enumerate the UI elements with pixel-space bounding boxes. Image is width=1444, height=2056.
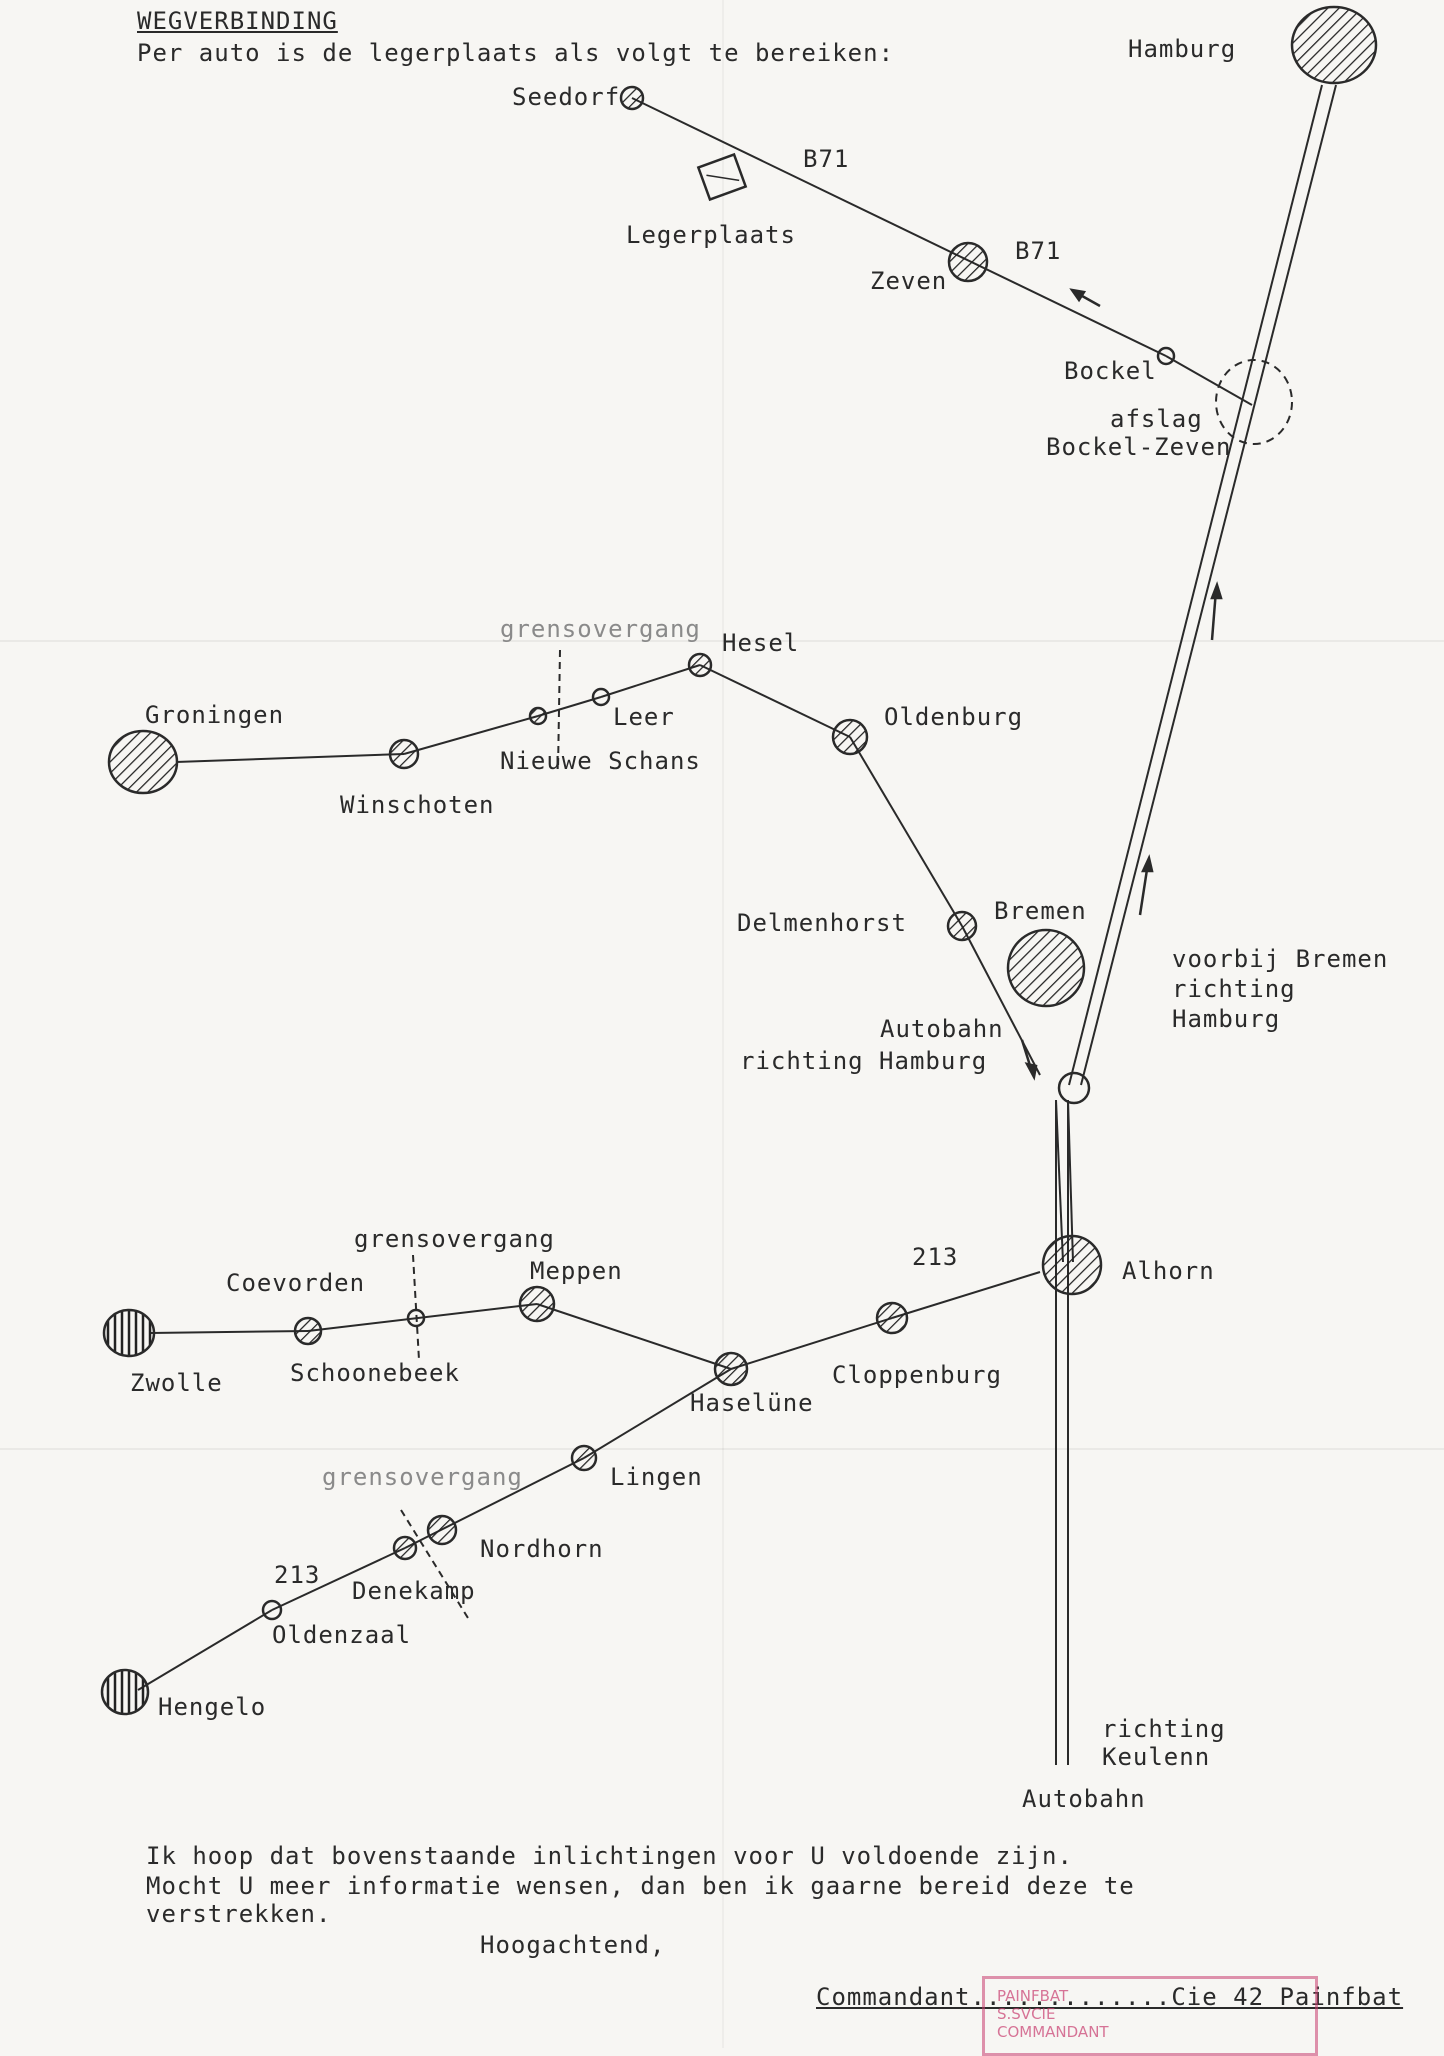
label-b71: B71 [803,145,850,173]
label-nordhorn: Nordhorn [480,1535,604,1563]
label-legerplaats: Legerplaats [626,221,796,249]
direction-arrows [1020,288,1223,1081]
autobahn-road [1080,84,1337,1086]
label-afslag: afslag [1110,405,1203,433]
label-grensovergang: grensovergang [322,1463,523,1491]
city-cloppenburg-marker [875,1301,909,1335]
label-meppen: Meppen [530,1257,623,1285]
label-bremen: Bremen [994,897,1087,925]
city-winschoten-marker [388,738,420,770]
body-text-line: Ik hoop dat bovenstaande inlichtingen vo… [146,1842,1073,1870]
stamp-line: PAINFBAT [997,1987,1069,2005]
label-zwolle: Zwolle [130,1369,223,1397]
label-oldenburg: Oldenburg [884,703,1024,731]
label-autobahn: Autobahn [880,1015,1004,1043]
arrow-icon [1069,288,1087,303]
border-crossings [400,649,561,1619]
city-hengelo-marker [100,1668,150,1716]
label-seedorf: Seedorf [512,83,621,111]
label-grensovergang: grensovergang [354,1225,555,1253]
road [149,1330,309,1334]
legerplaats-icon [696,152,748,202]
label-richting-hamburg: richting Hamburg [740,1047,988,1075]
city-denekamp-marker [392,1535,418,1561]
arrow-icon [1024,1062,1038,1081]
city-seedorf-marker [619,85,645,111]
city-schoonebeek-marker [293,1316,323,1346]
cities [100,5,1378,1716]
paper-fold-line [0,640,1444,642]
label-route-213: 213 [912,1243,959,1271]
label-coevorden: Coevorden [226,1269,366,1297]
border-line [400,1509,469,1619]
city-zeven-marker [947,241,989,283]
label-cloppenburg: Cloppenburg [832,1361,1002,1389]
label-hamburg: Hamburg [1128,35,1237,63]
label-b71: B71 [1015,237,1062,265]
label-lingen: Lingen [610,1463,703,1491]
label-voorbij-bremen: voorbij Bremen [1172,945,1389,973]
label-grensovergang: grensovergang [500,615,701,643]
label-winschoten: Winschoten [340,791,495,819]
city-hesel-marker [687,652,713,678]
autobahn-road [1068,84,1323,1086]
official-stamp: PAINFBAT S.SVCIE COMMANDANT [982,1976,1318,2056]
label-haseluene: Haselüne [690,1389,814,1417]
autobahn-junction-marker [1057,1071,1091,1105]
label-groningen: Groningen [145,701,285,729]
afslag-circle [1215,359,1293,445]
city-hamburg-marker [1290,5,1378,85]
city-lingen-marker [570,1444,598,1472]
city-meppen-marker [518,1285,556,1323]
city-delmenhorst-marker [946,910,978,942]
body-text-line: Mocht U meer informatie wensen, dan ben … [146,1872,1135,1900]
label-alhorn: Alhorn [1122,1257,1215,1285]
label-nieuwe-schans: Nieuwe Schans [500,747,701,775]
city-groningen-marker [107,729,179,795]
closing-text: Hoogachtend, [480,1931,666,1959]
route-map [100,5,1378,1765]
city-oldenzaal-marker [261,1599,283,1621]
paper-fold-line [0,1448,1444,1450]
label-route-213: 213 [274,1561,321,1589]
border-line [557,649,561,771]
city-haseluene-marker [713,1351,749,1387]
stamp-line: COMMANDANT [997,2023,1109,2041]
city-leer-marker [591,687,611,707]
label-richting: richting [1102,1715,1226,1743]
intro-text: Per auto is de legerplaats als volgt te … [137,39,895,67]
b71-road [631,97,1167,357]
label-autobahn: Autobahn [1022,1785,1146,1813]
label-delmenhorst: Delmenhorst [737,909,907,937]
road [175,753,405,763]
city-nordhorn-marker [426,1514,458,1546]
city-border-marker [406,1308,426,1328]
body-text-line: verstrekken. [146,1900,332,1928]
city-bremen-marker [1006,928,1086,1008]
page-title: WEGVERBINDING [137,7,338,35]
city-bockel-marker [1156,346,1176,366]
label-hesel: Hesel [722,629,800,657]
label-bockel: Bockel [1064,357,1157,385]
city-alhorn-marker [1041,1234,1103,1296]
arrow-icon [1210,581,1223,600]
label-leer: Leer [613,703,675,731]
label-oldenzaal: Oldenzaal [272,1621,412,1649]
border-line [412,1254,420,1361]
road [137,1609,273,1691]
label-hengelo: Hengelo [158,1693,267,1721]
signature-line: Commandant.............Cie 42 Painfbat [816,1983,1404,2011]
stamp-line: S.SVCIE [997,2005,1056,2023]
label-denekamp: Denekamp [352,1577,476,1605]
city-nieuwe-schans-marker [528,706,548,726]
city-zwolle-marker [102,1308,156,1358]
city-oldenburg-marker [831,718,869,756]
label-keulen: Keulenn [1102,1743,1211,1771]
label-richting: richting [1172,975,1296,1003]
label-schoonebeek: Schoonebeek [290,1359,460,1387]
label-zeven: Zeven [870,267,948,295]
label-bockel-zeven: Bockel-Zeven [1046,433,1232,461]
arrow-icon [1141,854,1154,873]
label-hamburg-direction: Hamburg [1172,1005,1281,1033]
